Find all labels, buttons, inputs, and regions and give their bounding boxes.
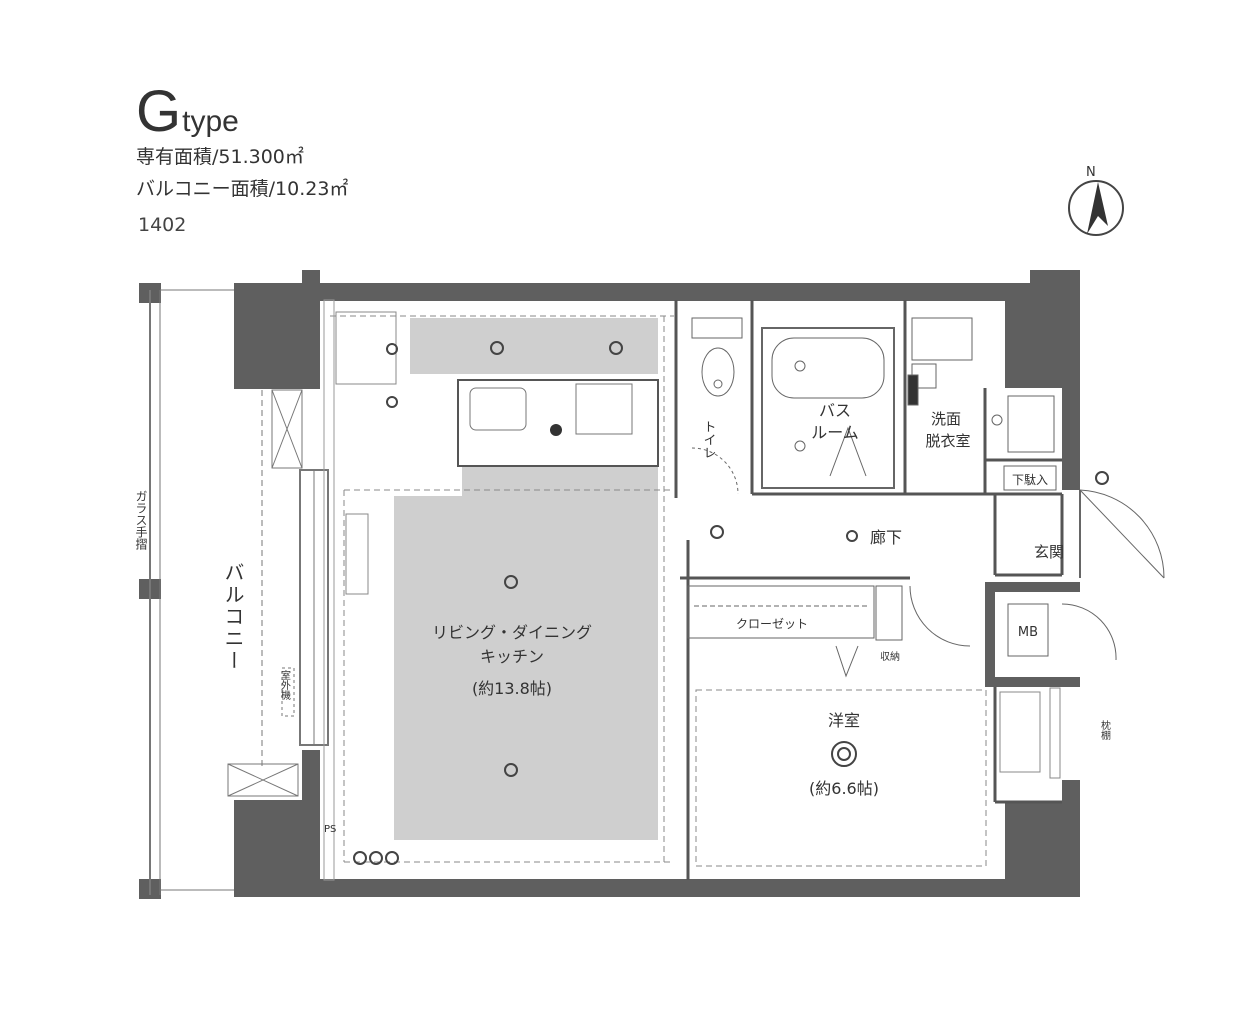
interior-walls <box>674 300 1064 880</box>
western-room-label: 洋室 <box>828 711 860 730</box>
washroom <box>907 317 1055 453</box>
type-title: Gtype <box>136 78 239 145</box>
washroom-label-line1: 洗面 <box>931 410 961 428</box>
balcony <box>149 289 329 895</box>
western-room-size: (約6.6帖) <box>809 779 879 798</box>
unit-number: 1402 <box>138 214 187 236</box>
western-door-icon <box>909 585 971 647</box>
balcony-label: バルコニー <box>221 562 245 672</box>
north-label: N <box>1086 165 1096 180</box>
entrance-door-icon <box>1079 489 1165 579</box>
shoe-box <box>1003 465 1057 491</box>
outer-walls <box>139 270 1080 899</box>
glass-rail-label: ガラス手摺 <box>134 490 148 550</box>
bath-room <box>761 327 895 489</box>
pipe-space-label: PS <box>324 824 336 835</box>
wire-shelf-label: 枕棚 <box>1099 719 1111 741</box>
closet <box>687 585 903 678</box>
ldk-room <box>323 299 674 881</box>
aircon-unit-label: 室外機 <box>279 669 291 701</box>
ldk-label-line1: リビング・ダイニング <box>432 623 592 642</box>
ldk-size-label: (約13.8帖) <box>472 679 552 698</box>
type-word: type <box>182 105 239 138</box>
meter-box <box>1007 603 1049 657</box>
mb-label: MB <box>1018 625 1038 640</box>
meter-box-door-icon <box>1061 603 1117 661</box>
storage-label: 収納 <box>880 650 900 663</box>
corridor-label: 廊下 <box>870 528 902 547</box>
type-letter: G <box>136 79 181 144</box>
entrance-label: 玄関 <box>1034 543 1064 561</box>
compass-icon: N <box>1068 165 1124 236</box>
balcony-area-label: バルコニー面積/10.23㎡ <box>136 178 349 200</box>
corridor-light-icon <box>846 530 858 542</box>
western-room <box>695 687 1061 867</box>
closet-label: クローゼット <box>736 617 808 631</box>
toilet-label: トイレ <box>701 420 716 459</box>
bath-label-line2: ルーム <box>811 423 859 442</box>
exclusive-area-label: 専有面積/51.300㎡ <box>136 146 304 168</box>
entrance-light-icon <box>1095 471 1109 485</box>
shoe-box-label: 下駄入 <box>1012 472 1048 487</box>
toilet-room <box>691 317 743 495</box>
washroom-label-line2: 脱衣室 <box>925 432 970 450</box>
ldk-label-line2: キッチン <box>480 647 544 666</box>
corridor-light-icon-2 <box>710 525 724 539</box>
bath-label-line1: バス <box>819 401 851 420</box>
